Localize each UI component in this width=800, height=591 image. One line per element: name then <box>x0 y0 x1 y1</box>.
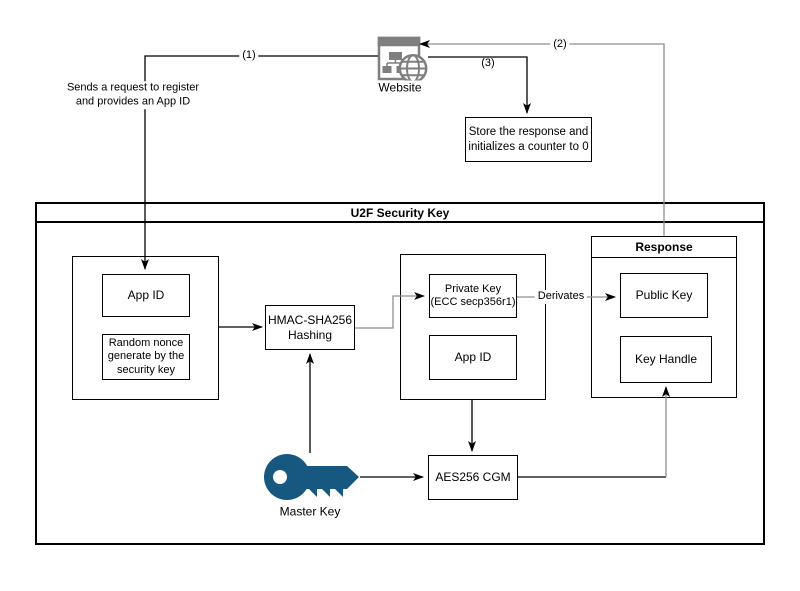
edge-label-step-1: (1) <box>239 49 259 63</box>
browser-titlebar-shape <box>377 36 421 47</box>
u2f-container-title: U2F Security Key <box>37 204 763 223</box>
key-handle-box: Key Handle <box>620 336 712 383</box>
sitemap-child-node-1 <box>382 66 392 73</box>
edge-label-step-3: (3) <box>481 57 495 70</box>
sitemap-parent-node <box>389 52 402 60</box>
key-icon-svg <box>264 454 359 500</box>
master-key-label: Master Key <box>276 504 344 520</box>
key-blade <box>302 466 359 497</box>
edge-label-derivates: Derivates <box>534 290 588 304</box>
key-hole <box>273 470 287 484</box>
aes256-box: AES256 CGM <box>428 455 518 500</box>
key-icon <box>260 452 364 507</box>
website-icon-svg <box>377 36 428 83</box>
response-group-title: Response <box>592 237 736 258</box>
private-key-box: Private Key (ECC secp356r1) <box>429 274 517 318</box>
public-key-box: Public Key <box>620 273 708 318</box>
website-label: Website <box>375 80 425 96</box>
app-id-box-mid: App ID <box>429 335 517 380</box>
hmac-hashing-box: HMAC-SHA256 Hashing <box>265 305 355 350</box>
edge-label-step-2: (2) <box>550 38 570 52</box>
app-id-box-left: App ID <box>102 274 190 317</box>
random-nonce-box: Random nonce generate by the security ke… <box>102 334 190 380</box>
store-response-box: Store the response and initializes a cou… <box>465 117 592 162</box>
register-request-note: Sends a request to register and provides… <box>63 81 203 109</box>
sitemap-links <box>386 60 402 66</box>
